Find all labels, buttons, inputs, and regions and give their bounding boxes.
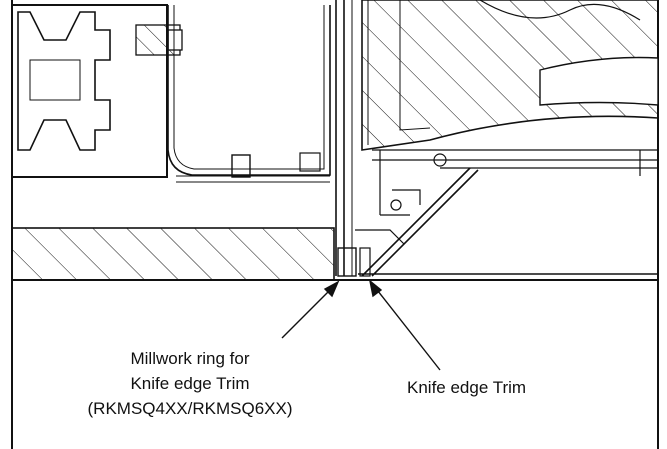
knife-edge-leader <box>373 285 441 371</box>
driver-box <box>231 154 251 178</box>
millwork-ring-arrowhead <box>323 280 340 298</box>
lamp-housing <box>361 0 659 151</box>
millwork-ring-callout: Millwork ring for Knife edge Trim (RKMSQ… <box>86 346 294 421</box>
knife-edge-trim <box>358 167 658 277</box>
knife-edge-trim-callout: Knife edge Trim <box>407 375 527 400</box>
millwork-ring-label-line1: Millwork ring for <box>130 349 250 368</box>
trim-flange <box>372 149 658 169</box>
housing-box <box>167 5 331 176</box>
knife-edge-arrowhead <box>368 279 383 298</box>
millwork-ring-label-line2: Knife edge Trim <box>130 374 250 393</box>
millwork-ring-leader <box>281 285 335 339</box>
enclosure-block <box>11 4 168 178</box>
millwork-ring-label-line3: (RKMSQ4XX/RKMSQ6XX) <box>87 399 293 418</box>
ceiling-drywall <box>11 227 335 281</box>
fin-profile <box>17 11 111 151</box>
